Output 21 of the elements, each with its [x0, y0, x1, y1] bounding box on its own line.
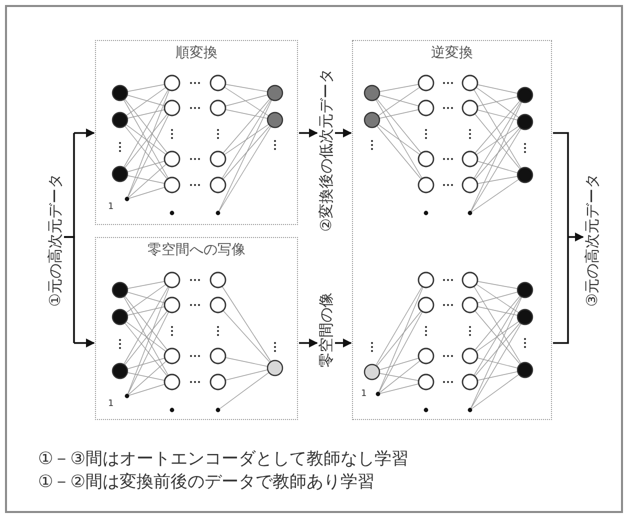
panel-title: 順変換	[174, 44, 218, 62]
arrow	[552, 132, 584, 344]
arrow	[335, 338, 352, 348]
dotted-panel	[95, 40, 298, 225]
arrow	[63, 236, 95, 348]
panel-title: 逆変換	[430, 44, 474, 62]
dotted-panel	[95, 237, 298, 420]
vertical-label: ③元の高次元データ	[584, 173, 600, 307]
bias-label: 1	[361, 390, 367, 399]
arrow	[299, 338, 318, 348]
note-text: ①－③間はオートエンコーダとして教師なし学習	[38, 448, 408, 470]
note-text: ①－②間は変換前後のデータで教師あり学習	[38, 471, 374, 493]
arrow	[299, 128, 318, 138]
bias-label: 1	[108, 400, 114, 409]
panel-title: 零空間への写像	[146, 241, 246, 259]
vertical-label: ②変換後の低次元データ	[318, 68, 334, 232]
dotted-panel	[352, 40, 552, 420]
vertical-label: ①元の高次元データ	[47, 173, 63, 307]
arrow	[335, 128, 352, 138]
bias-label: 1	[108, 203, 114, 212]
vertical-label: 零空間の像	[318, 292, 334, 368]
